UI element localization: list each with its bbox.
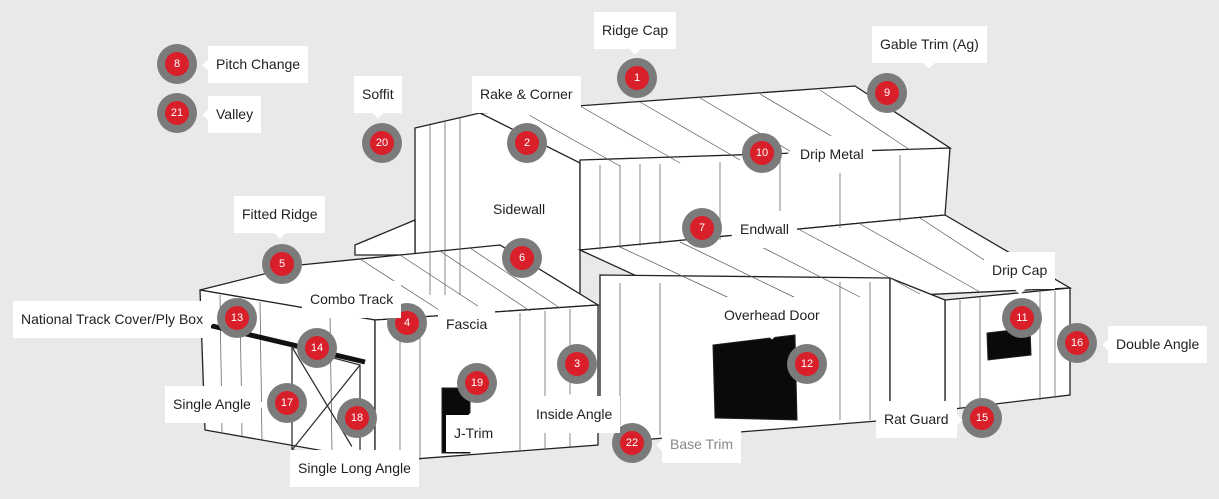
marker-16[interactable]: 16 xyxy=(1057,323,1097,363)
label-combo-track[interactable]: Combo Track xyxy=(302,281,402,318)
marker-12-number: 12 xyxy=(795,352,819,376)
label-inside-angle[interactable]: Inside Angle xyxy=(528,396,621,433)
marker-9[interactable]: 9 xyxy=(867,73,907,113)
marker-2[interactable]: 2 xyxy=(507,123,547,163)
marker-16-number: 16 xyxy=(1065,331,1089,355)
overhead-door-opening xyxy=(712,334,798,421)
marker-14-number: 14 xyxy=(305,336,329,360)
marker-5[interactable]: 5 xyxy=(262,244,302,284)
label-endwall[interactable]: Endwall xyxy=(732,211,798,248)
marker-12[interactable]: 12 xyxy=(787,344,827,384)
label-fascia[interactable]: Fascia xyxy=(438,306,496,343)
marker-13-number: 13 xyxy=(225,306,249,330)
marker-21-number: 21 xyxy=(165,101,189,125)
marker-6-number: 6 xyxy=(510,246,534,270)
marker-17-number: 17 xyxy=(275,391,299,415)
marker-9-number: 9 xyxy=(875,81,899,105)
marker-22-number: 22 xyxy=(620,431,644,455)
marker-18[interactable]: 18 xyxy=(337,398,377,438)
label-pitch-change[interactable]: Pitch Change xyxy=(208,46,309,83)
marker-17[interactable]: 17 xyxy=(267,383,307,423)
label-ridge-cap[interactable]: Ridge Cap xyxy=(594,12,677,49)
label-drip-metal[interactable]: Drip Metal xyxy=(792,136,872,173)
marker-21[interactable]: 21 xyxy=(157,93,197,133)
marker-11[interactable]: 11 xyxy=(1002,298,1042,338)
label-national-track-cover[interactable]: National Track Cover/Ply Box xyxy=(13,301,212,338)
label-soffit[interactable]: Soffit xyxy=(354,76,402,113)
marker-5-number: 5 xyxy=(270,252,294,276)
marker-14[interactable]: 14 xyxy=(297,328,337,368)
marker-20-number: 20 xyxy=(370,131,394,155)
marker-7-number: 7 xyxy=(690,216,714,240)
label-sidewall[interactable]: Sidewall xyxy=(485,191,554,228)
marker-10[interactable]: 10 xyxy=(742,133,782,173)
marker-20[interactable]: 20 xyxy=(362,123,402,163)
label-double-angle[interactable]: Double Angle xyxy=(1108,326,1208,363)
label-single-angle[interactable]: Single Angle xyxy=(165,386,259,423)
label-drip-cap[interactable]: Drip Cap xyxy=(984,252,1056,289)
marker-10-number: 10 xyxy=(750,141,774,165)
marker-15[interactable]: 15 xyxy=(962,398,1002,438)
marker-18-number: 18 xyxy=(345,406,369,430)
label-base-trim[interactable]: Base Trim xyxy=(662,426,742,463)
marker-19-number: 19 xyxy=(465,371,489,395)
marker-3-number: 3 xyxy=(565,352,589,376)
label-overhead-door[interactable]: Overhead Door xyxy=(716,297,828,334)
label-valley[interactable]: Valley xyxy=(208,96,262,133)
label-single-long-angle[interactable]: Single Long Angle xyxy=(290,450,419,487)
label-j-trim[interactable]: J-Trim xyxy=(446,415,502,452)
marker-8-number: 8 xyxy=(165,52,189,76)
marker-1[interactable]: 1 xyxy=(617,58,657,98)
right-wing-side xyxy=(889,277,946,421)
label-gable-trim[interactable]: Gable Trim (Ag) xyxy=(872,26,987,63)
marker-2-number: 2 xyxy=(515,131,539,155)
marker-19[interactable]: 19 xyxy=(457,363,497,403)
marker-13[interactable]: 13 xyxy=(217,298,257,338)
left-lean-roof xyxy=(354,219,416,256)
label-rat-guard[interactable]: Rat Guard xyxy=(876,401,957,438)
marker-6[interactable]: 6 xyxy=(502,238,542,278)
marker-8[interactable]: 8 xyxy=(157,44,197,84)
marker-15-number: 15 xyxy=(970,406,994,430)
label-rake-corner[interactable]: Rake & Corner xyxy=(472,76,581,113)
marker-3[interactable]: 3 xyxy=(557,344,597,384)
marker-1-number: 1 xyxy=(625,66,649,90)
marker-11-number: 11 xyxy=(1010,306,1034,330)
marker-7[interactable]: 7 xyxy=(682,208,722,248)
label-fitted-ridge[interactable]: Fitted Ridge xyxy=(234,196,326,233)
